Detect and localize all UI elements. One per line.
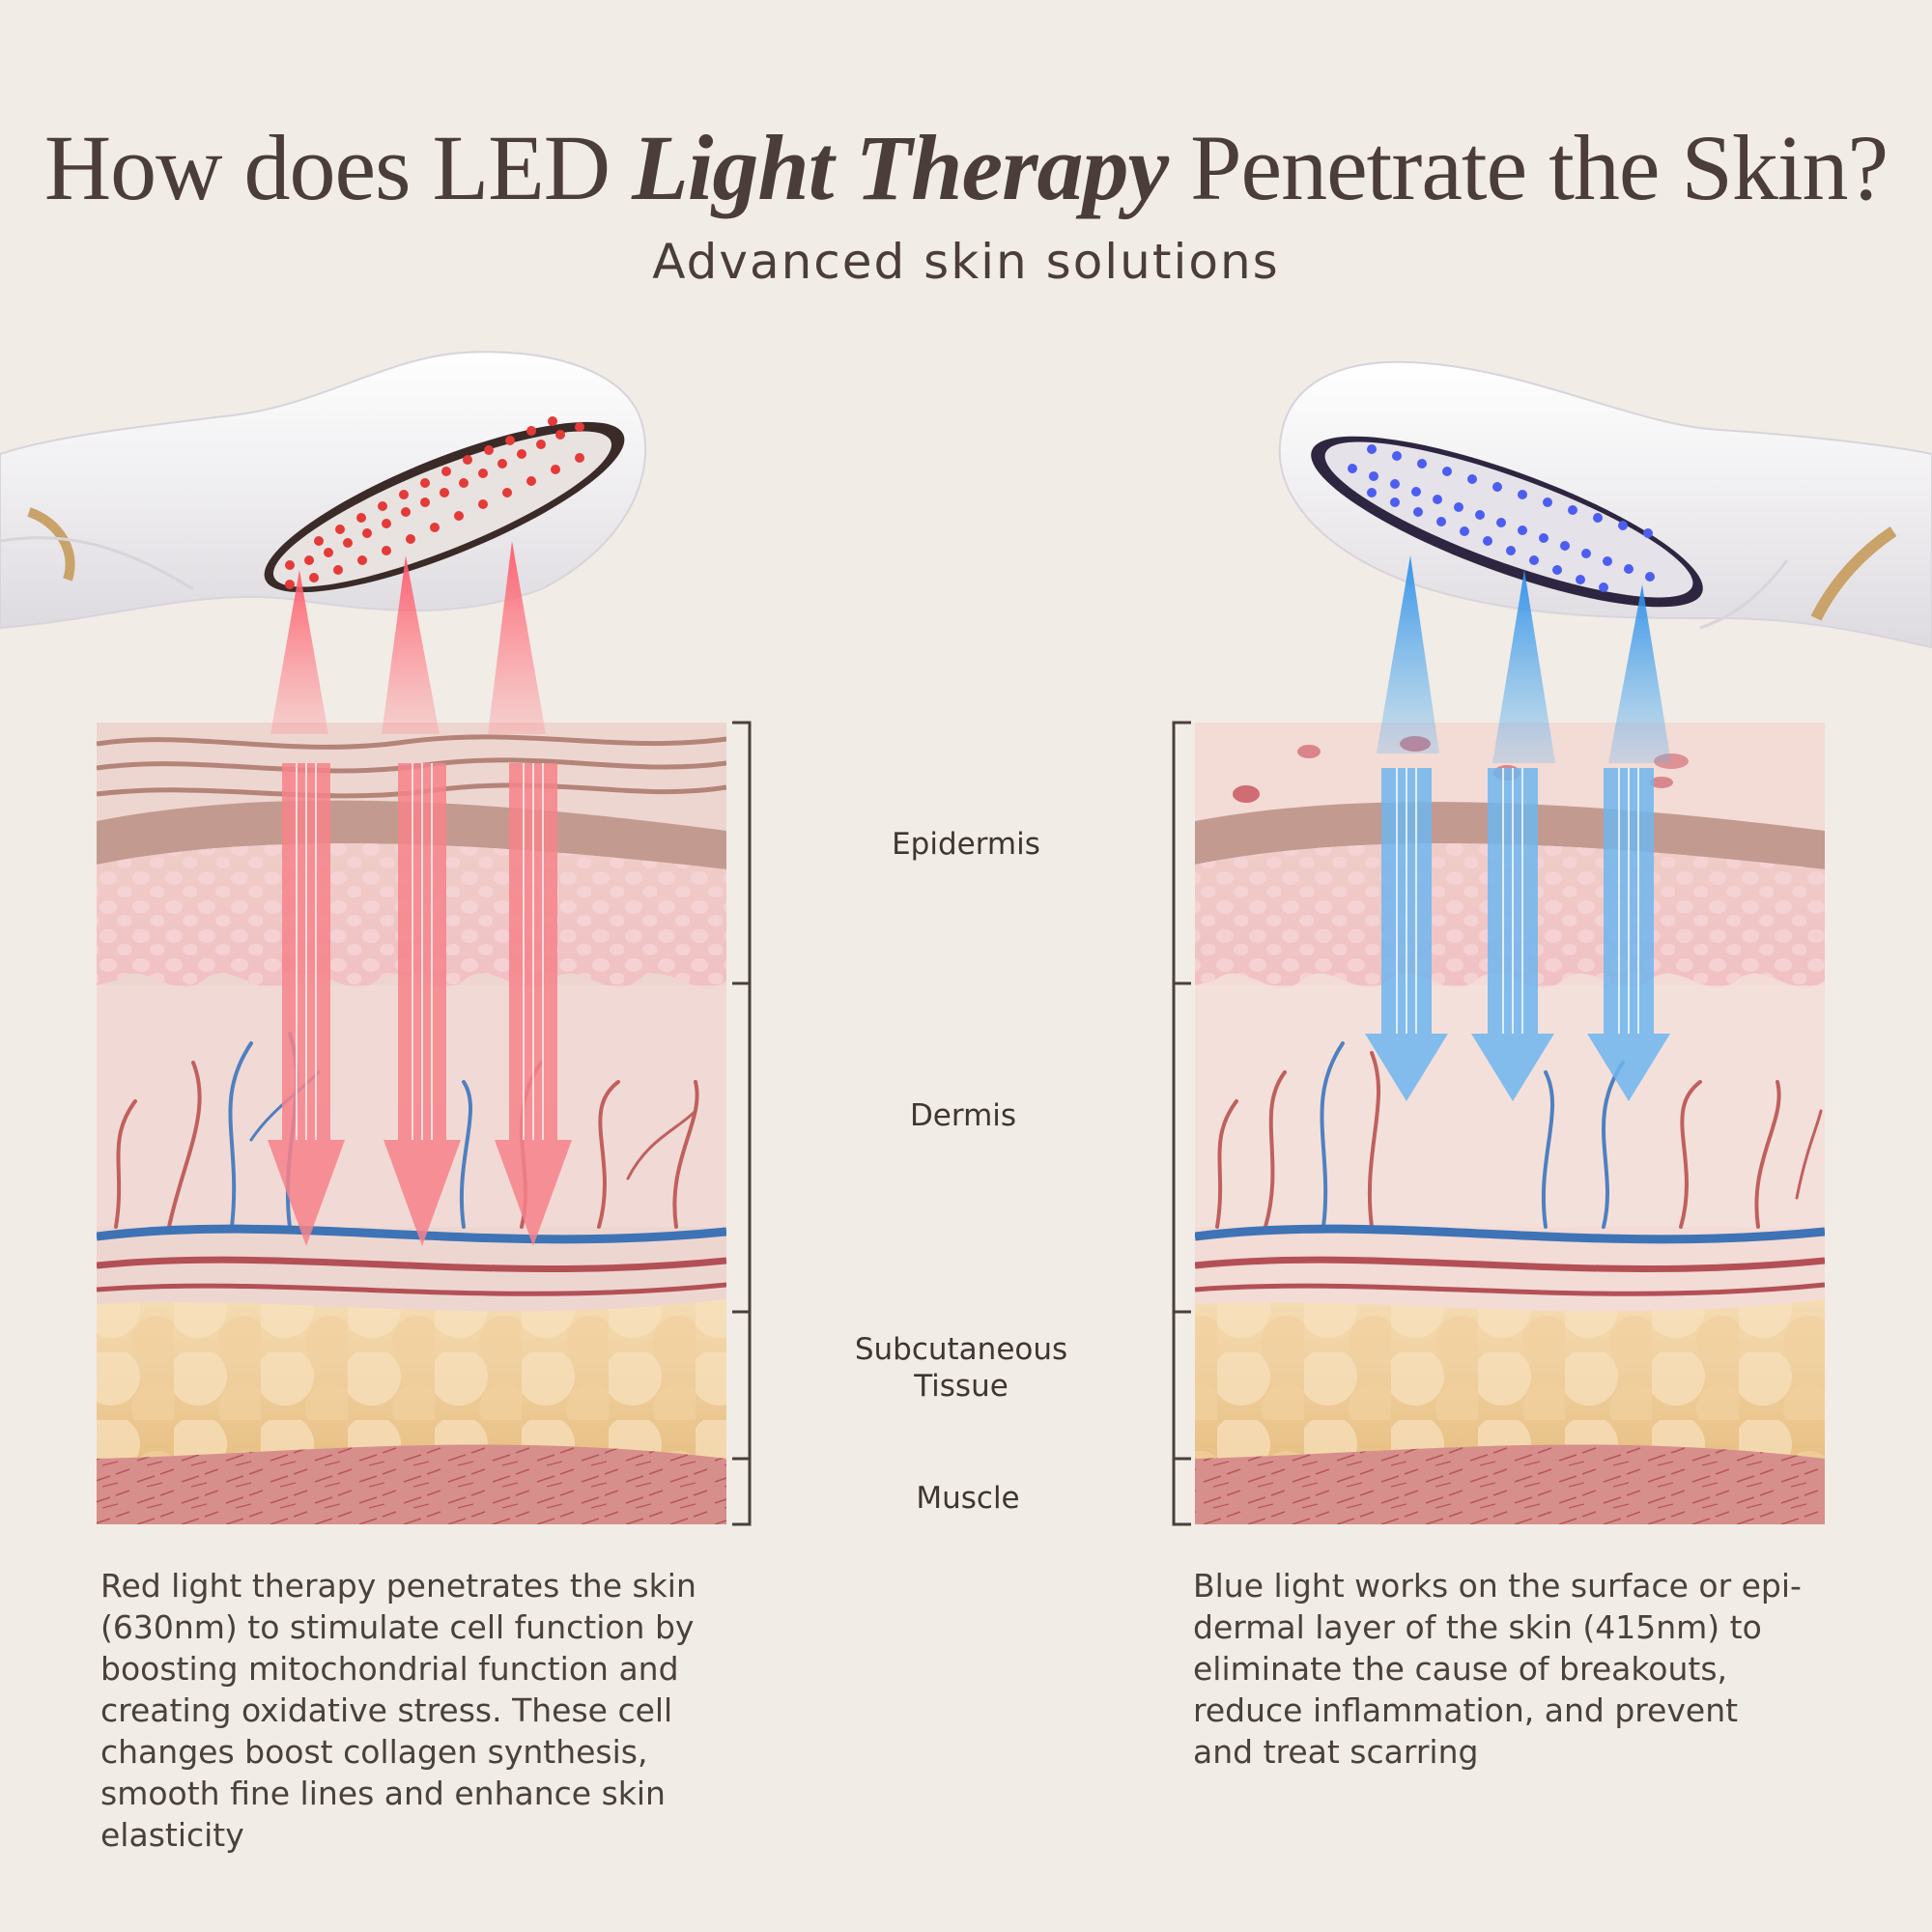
title-part-1: How does LED bbox=[43, 116, 633, 219]
led-wand-red-icon bbox=[0, 351, 647, 630]
blue-light-description: Blue light works on the surface or epi- … bbox=[1193, 1567, 1802, 1771]
label-epidermis: Epidermis bbox=[892, 827, 1040, 862]
title-part-2: Penetrate the Skin? bbox=[1168, 116, 1889, 219]
title-emphasis: Light Therapy bbox=[632, 116, 1169, 219]
label-dermis: Dermis bbox=[909, 1098, 1017, 1133]
label-muscle: Muscle bbox=[916, 1481, 1020, 1516]
layer-brackets bbox=[732, 721, 1191, 1526]
blue-light-beams bbox=[1365, 555, 1671, 1101]
page-title: How does LED Light Therapy Penetrate the… bbox=[0, 114, 1932, 221]
label-subcutaneous: Subcutaneous Tissue bbox=[854, 1332, 1068, 1404]
red-light-description: Red light therapy penetrates the skin (6… bbox=[100, 1567, 696, 1854]
page-subtitle: Advanced skin solutions bbox=[652, 234, 1280, 290]
red-light-beams bbox=[268, 541, 572, 1246]
led-wand-blue-icon bbox=[1278, 360, 1932, 649]
